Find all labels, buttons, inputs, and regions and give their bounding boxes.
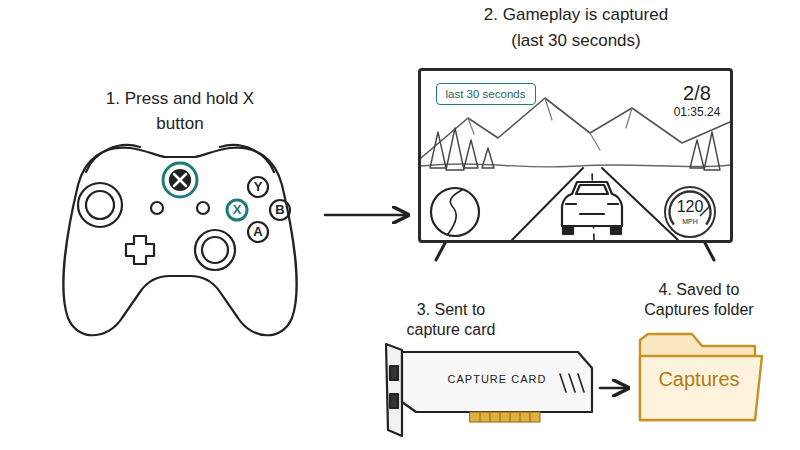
left-bumper [86,145,140,172]
xbox-logo [174,174,186,186]
card-vents [560,374,584,392]
car-window [576,185,608,194]
flow-arrow [325,214,406,217]
controller-body [63,148,296,336]
node-heading: 4. Saved to Captures folder [628,280,770,320]
card-contacts [480,412,530,422]
captures-folder: 4. Saved to Captures folderCaptures [636,334,762,422]
node-text: 2/8 [675,81,719,106]
node-heading: 1. Press and hold X button [105,87,255,136]
controller: 1. Press and hold X button [60,145,300,335]
car-body [562,182,622,226]
node-text: CAPTURE CARD [432,373,562,387]
left-stick [78,183,122,227]
card-port [390,394,398,408]
right-bumper [220,145,274,172]
xbox-button-ring [163,163,197,197]
button-letter: B [270,201,290,219]
card-port [390,366,398,380]
y-button [248,177,268,197]
x-button [227,200,247,220]
time-window-badge: last 30 seconds [436,83,536,105]
node-text: MPH [663,218,717,227]
button-letter: X [227,201,247,219]
xbox-button [170,170,190,190]
node-heading: last 30 seconds [437,87,534,101]
card-bracket [386,344,402,436]
right-stick-cap [202,237,228,263]
d-pad [126,236,154,264]
car-wheels [563,226,621,234]
horizon [421,164,730,167]
node-heading: 2. Gameplay is captured (last 30 seconds… [471,2,681,55]
button-letter: Y [248,178,268,196]
road-edges [512,168,678,240]
car-lights [566,204,618,214]
minimap [431,188,479,236]
left-stick-cap [86,191,114,219]
card-board [402,352,592,412]
card-gold-fingers [470,412,540,422]
trees [430,128,720,170]
node-heading: 120 [663,197,717,217]
b-button [270,200,290,220]
speedometer: 120MPH [663,185,717,239]
button-letter: A [248,223,268,241]
capture-card: 3. Sent to capture cardCAPTURE CARD [390,348,592,436]
tv-leg [436,243,714,260]
tv-screen: 2. Gameplay is captured (last 30 seconds… [418,68,733,243]
right-stick [195,230,235,270]
minimap-route [448,190,462,234]
mountains [421,98,730,158]
view-button [151,202,163,214]
node-text: 01:35.24 [667,105,727,120]
node-text: Captures [636,367,762,392]
flow-arrow [600,387,626,390]
mountain-ridges [468,98,632,150]
node-heading: 3. Sent to capture card [395,300,507,340]
menu-button [197,202,209,214]
a-button [248,222,268,242]
